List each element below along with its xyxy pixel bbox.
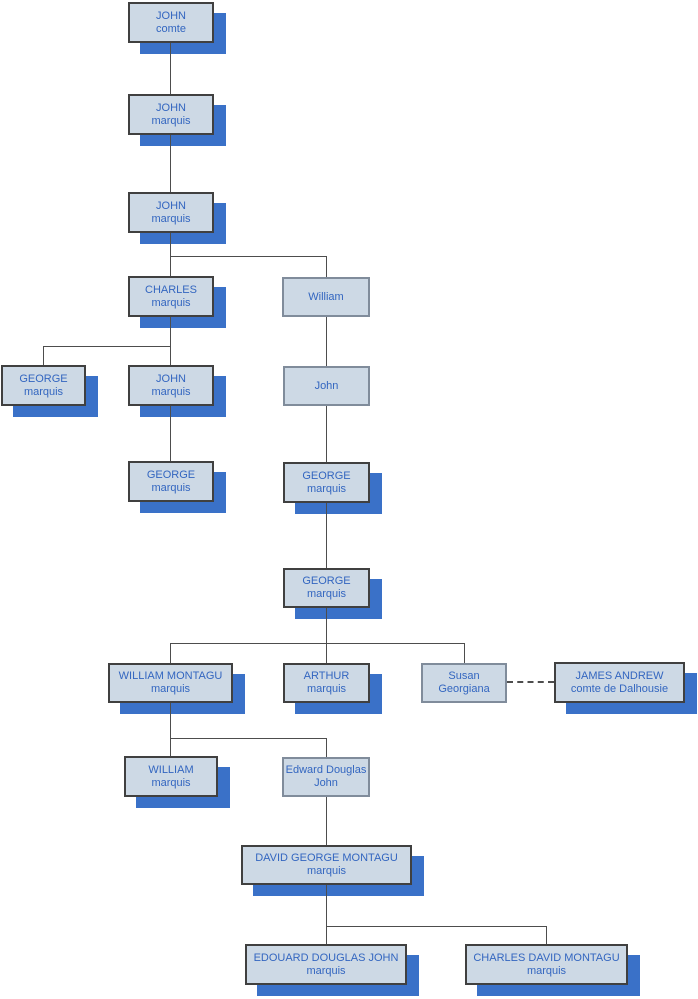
connector-line [326,885,327,926]
person-title: marquis [306,683,347,695]
person-title: marquis [306,865,347,877]
node-john[interactable]: John [283,366,370,406]
person-name: WILLIAM MONTAGU [118,670,223,682]
connector-line [170,42,171,94]
connector-line [326,406,327,462]
connector-line [170,703,171,738]
node-william[interactable]: William [282,277,370,317]
person-title: marquis [151,296,191,309]
node-edward-douglas-john[interactable]: Edward Douglas John [282,757,370,797]
connector-line [170,256,171,276]
person-name: WILLIAM [148,763,194,776]
person-name: JOHN [156,372,186,385]
node-john-comte[interactable]: JOHN comte [128,2,214,43]
node-david-george-montagu-marquis[interactable]: DAVID GEORGE MONTAGU marquis [241,845,412,885]
person-title: marquis [306,588,347,600]
node-george-marquis-2[interactable]: GEORGE marquis [128,461,214,502]
node-charles-marquis[interactable]: CHARLES marquis [128,276,214,317]
person-name: GEORGE [302,469,351,482]
person-name: JOHN [156,101,186,114]
person-title: marquis [151,776,191,789]
person-title: marquis [151,481,191,494]
connector-line [326,926,327,944]
person-title: marquis [150,683,191,695]
person-name-2: John [314,777,338,789]
connector-line [326,738,327,757]
connector-line [326,503,327,568]
person-title: marquis [23,385,64,398]
connector-line [326,643,327,663]
connector-line [170,135,171,192]
person-name: William [308,290,344,303]
person-name: ARTHUR [303,670,350,682]
person-name: Edward Douglas [285,764,367,776]
person-name: JAMES ANDREW [575,669,664,682]
connector-line [326,608,327,643]
connector-line [43,346,170,347]
connector-line [170,256,327,257]
connector-line [464,643,465,663]
person-name: Susan [448,670,480,682]
connector-line [326,926,546,927]
node-charles-david-montagu-marquis[interactable]: CHARLES DAVID MONTAGU marquis [465,944,628,985]
connector-line [170,317,171,365]
connector-line [326,797,327,845]
node-george-marquis-3[interactable]: GEORGE marquis [283,462,370,503]
node-george-marquis-1[interactable]: GEORGE marquis [1,365,86,406]
person-name-2: Georgiana [438,683,490,695]
node-john-marquis-2[interactable]: JOHN marquis [128,192,214,233]
person-name: EDOUARD DOUGLAS JOHN [253,951,399,964]
connector-line [170,406,171,461]
node-arthur-marquis[interactable]: ARTHUR marquis [283,663,370,703]
connector-line [170,738,171,756]
connector-line [43,346,44,365]
person-name: JOHN [156,9,186,22]
connector-line [326,256,327,277]
person-name: GEORGE [146,468,196,481]
person-title: marquis [151,114,191,127]
connector-line [170,233,171,256]
person-name: John [314,379,339,392]
connector-line [170,643,171,663]
person-title: marquis [151,212,191,225]
person-name: CHARLES DAVID MONTAGU [473,951,620,964]
person-name: GEORGE [302,575,351,587]
node-edouard-douglas-john-marquis[interactable]: EDOUARD DOUGLAS JOHN marquis [245,944,407,985]
person-name: JOHN [156,199,186,212]
person-title: marquis [306,482,347,495]
person-title: comte de Dalhousie [570,682,669,695]
person-name: CHARLES [145,283,197,296]
connector-line [170,643,464,644]
connector-line [546,926,547,944]
person-title: comte [156,22,186,35]
node-james-andrew-comte[interactable]: JAMES ANDREW comte de Dalhousie [554,662,685,703]
node-george-marquis-4[interactable]: GEORGE marquis [283,568,370,608]
connector-line [326,317,327,366]
person-name: GEORGE [19,372,68,385]
node-william-montagu-marquis[interactable]: WILLIAM MONTAGU marquis [108,663,233,703]
node-john-marquis-1[interactable]: JOHN marquis [128,94,214,135]
marriage-dashed-line [507,681,554,683]
node-john-marquis-3[interactable]: JOHN marquis [128,365,214,406]
person-title: marquis [151,385,191,398]
node-william-marquis[interactable]: WILLIAM marquis [124,756,218,797]
person-title: marquis [306,964,346,977]
person-title: marquis [526,964,567,977]
node-susan-georgiana[interactable]: Susan Georgiana [421,663,507,703]
person-name: DAVID GEORGE MONTAGU [255,852,398,864]
connector-line [170,738,326,739]
